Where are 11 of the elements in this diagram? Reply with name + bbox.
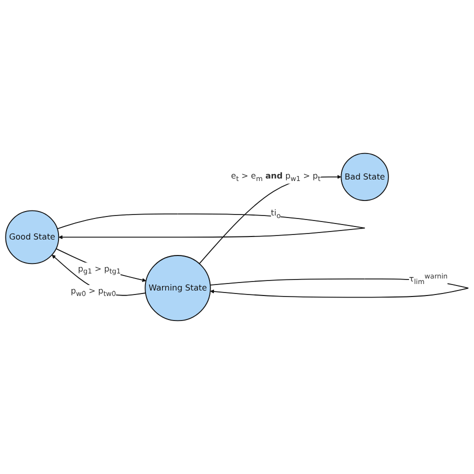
arrow [198, 174, 342, 264]
node-circle: Warning State [144, 255, 211, 322]
node-circle: Bad State [340, 152, 389, 201]
edge-label: ti$_{o}$ [270, 208, 281, 220]
edge-label: p$_{g1}$ > p$_{tg1}$ [78, 264, 121, 276]
edge-label: e$_{t}$ > e$_{m}$ and p$_{w1}$ > p$_{t}$ [231, 171, 321, 183]
arrow [56, 213, 366, 240]
arrow [52, 254, 146, 296]
node-circle: Good State [5, 210, 60, 264]
edge-label: p$_{w0}$ > p$_{tw0}$ [70, 286, 116, 298]
arrow [56, 248, 146, 282]
